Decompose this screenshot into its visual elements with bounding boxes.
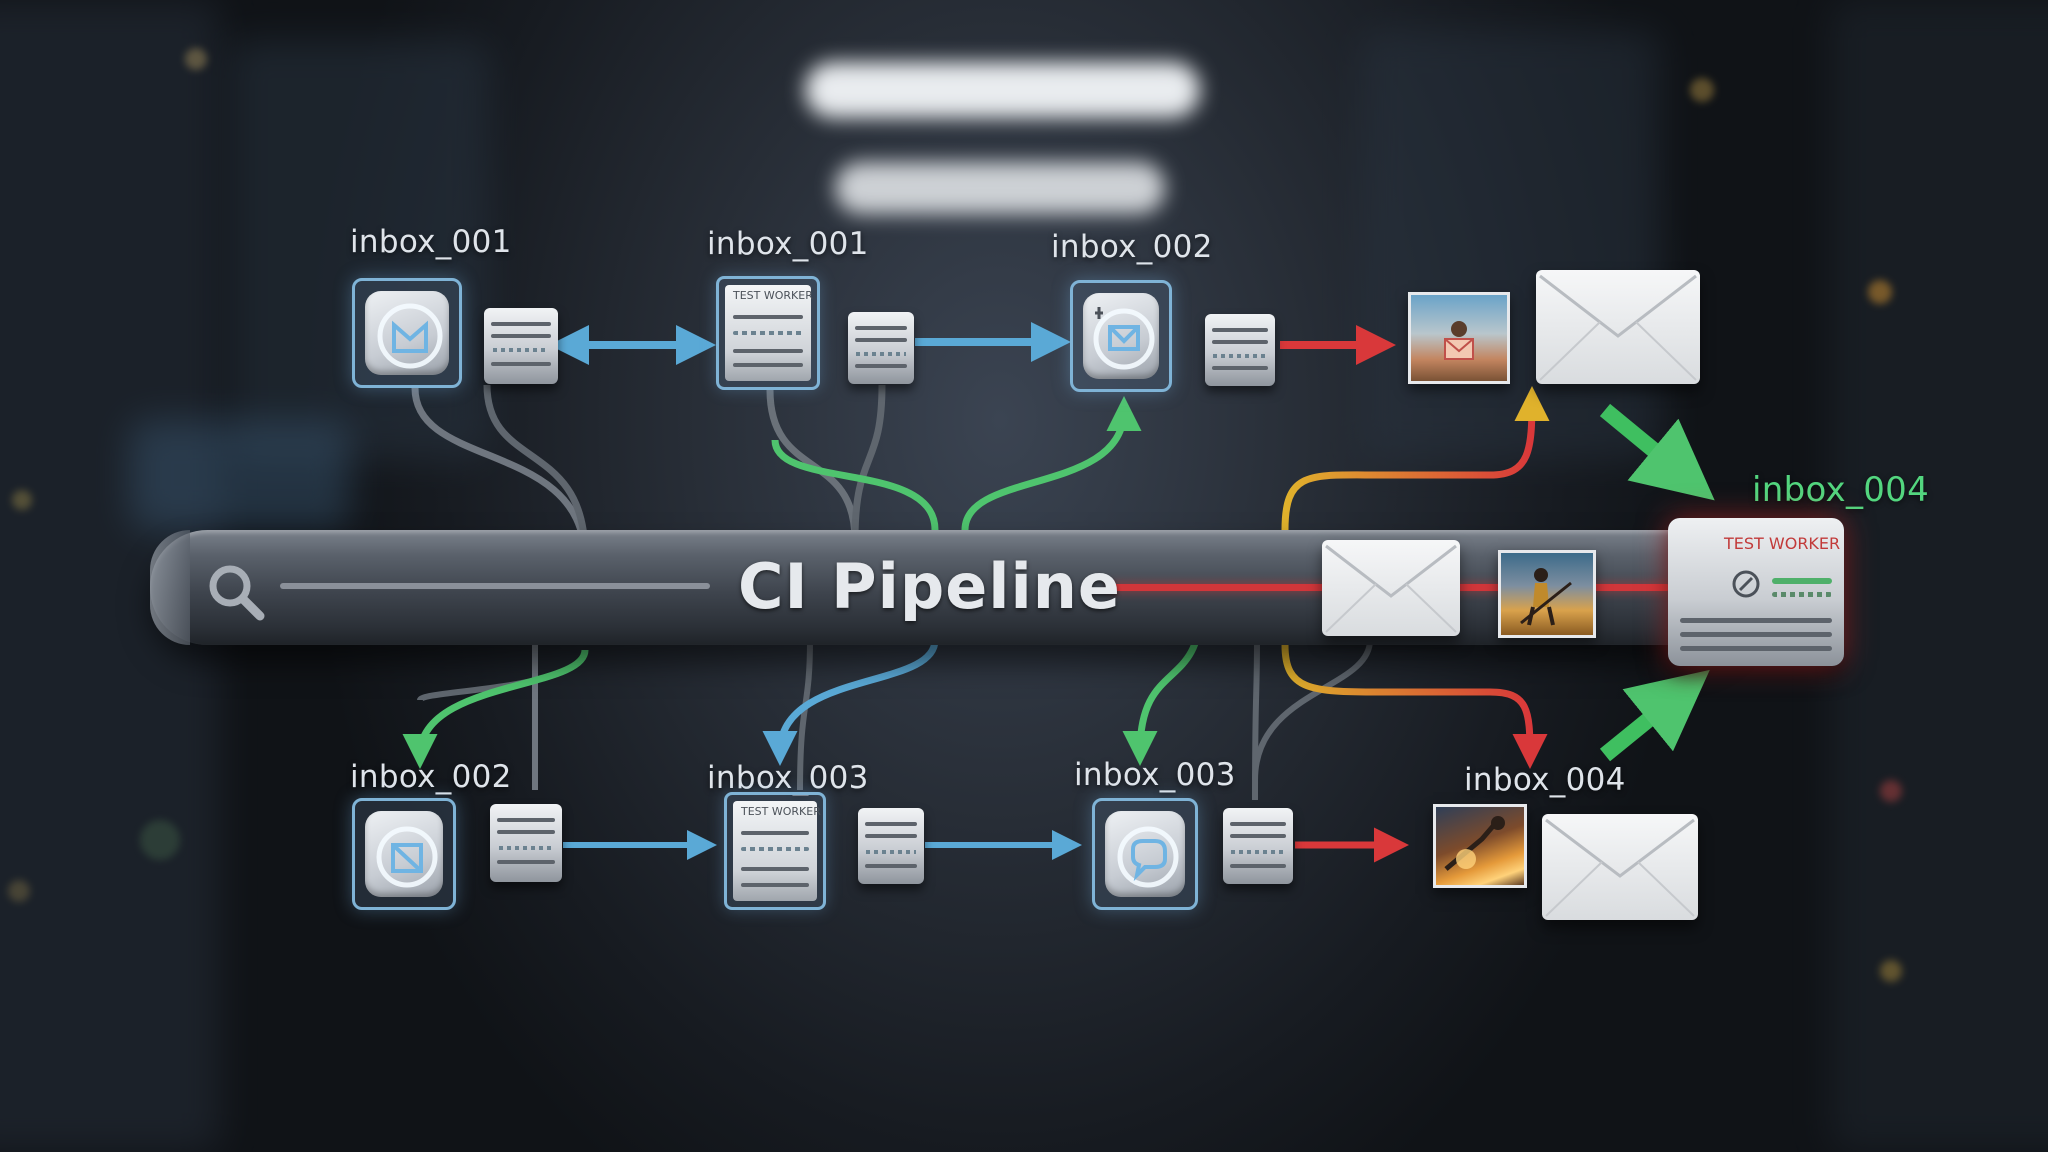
server-bottom-2[interactable]: [858, 808, 924, 884]
gray-cable: [411, 387, 589, 561]
node-label-top-3: inbox_002: [1051, 229, 1213, 265]
bokeh-light: [1880, 960, 1902, 982]
bokeh-light: [1690, 78, 1714, 102]
server-bottom-1[interactable]: [490, 804, 562, 882]
gray-cable: [851, 384, 886, 541]
background-rack: [1360, 30, 1660, 460]
mail-app-icon: [1093, 307, 1155, 370]
search-icon[interactable]: [200, 556, 272, 628]
worker-tag: TEST WORKER: [1724, 534, 1841, 553]
mail-app-icon: [377, 303, 443, 369]
bokeh-light: [8, 880, 30, 902]
bokeh-light: [12, 490, 32, 510]
gray-cable: [483, 384, 589, 556]
bokeh-light: [1868, 280, 1892, 304]
background-rack: [230, 40, 490, 460]
green-arrow-up: [961, 396, 1142, 531]
photo-thumbnail[interactable]: [1498, 550, 1596, 638]
bokeh-light: [1880, 780, 1902, 802]
server-bottom-3[interactable]: [1223, 808, 1293, 884]
pipeline-endcap: [150, 530, 190, 645]
chat-app-icon: [1117, 826, 1179, 888]
mail-icon: [1444, 321, 1474, 360]
node-label-top-2: inbox_001: [707, 226, 869, 262]
node-label-top-1: inbox_001: [350, 224, 512, 260]
envelope-icon: [1545, 818, 1695, 917]
node-label-main-worker: inbox_004: [1752, 470, 1930, 510]
server-top-1[interactable]: [484, 308, 558, 384]
pipeline-track: [280, 583, 710, 589]
inbox-tile-top-3[interactable]: [1070, 280, 1172, 392]
gray-cable: [766, 389, 859, 541]
bokeh-light: [140, 820, 180, 860]
node-label-bottom-4: inbox_004: [1464, 762, 1626, 798]
envelope-in-pipeline[interactable]: [1322, 540, 1460, 636]
envelope-icon: [1539, 274, 1697, 381]
worker-card-top-2[interactable]: TEST WORKER: [716, 276, 820, 390]
photo-thumbnail[interactable]: [1408, 292, 1510, 384]
envelope-bottom[interactable]: [1542, 814, 1698, 920]
envelope-top[interactable]: [1536, 270, 1700, 384]
worker-card-bottom-2[interactable]: TEST WORKER: [724, 792, 826, 910]
mail-app-icon: [376, 826, 438, 888]
gauge-icon: [1732, 570, 1760, 598]
gray-cable: [1252, 639, 1373, 781]
node-label-bottom-1: inbox_002: [350, 759, 512, 795]
server-top-3[interactable]: [1205, 314, 1275, 386]
ceiling-light: [805, 62, 1200, 118]
green-arrow: [1599, 403, 1715, 501]
green-arrow-down: [402, 649, 589, 769]
background-rack-right: [1830, 0, 2048, 1152]
person-figure-icon: [1520, 568, 1572, 626]
green-connector: [771, 439, 939, 531]
server-top-2[interactable]: [848, 312, 914, 384]
inbox-tile-bottom-1[interactable]: [352, 798, 456, 910]
photo-thumbnail[interactable]: [1433, 804, 1527, 888]
green-arrow: [1599, 669, 1710, 762]
yellow-red-route: [1281, 397, 1536, 531]
blue-arrow-down: [762, 639, 939, 766]
background-glow: [130, 420, 350, 530]
inbox-tile-top-1[interactable]: [352, 278, 462, 388]
worker-tag: TEST WORKER: [741, 805, 821, 818]
spark-figure-icon: [1444, 816, 1505, 871]
envelope-icon: [1325, 544, 1457, 633]
node-label-bottom-2: inbox_003: [707, 760, 869, 796]
yellow-red-route: [1281, 644, 1548, 769]
main-test-worker[interactable]: TEST WORKER: [1668, 518, 1844, 666]
bokeh-light: [185, 48, 207, 70]
pipeline-title: CI Pipeline: [738, 550, 1121, 623]
worker-tag: TEST WORKER: [733, 289, 813, 302]
inbox-tile-bottom-3[interactable]: [1092, 798, 1198, 910]
node-label-bottom-3: inbox_003: [1074, 757, 1236, 793]
ceiling-light: [835, 162, 1165, 214]
